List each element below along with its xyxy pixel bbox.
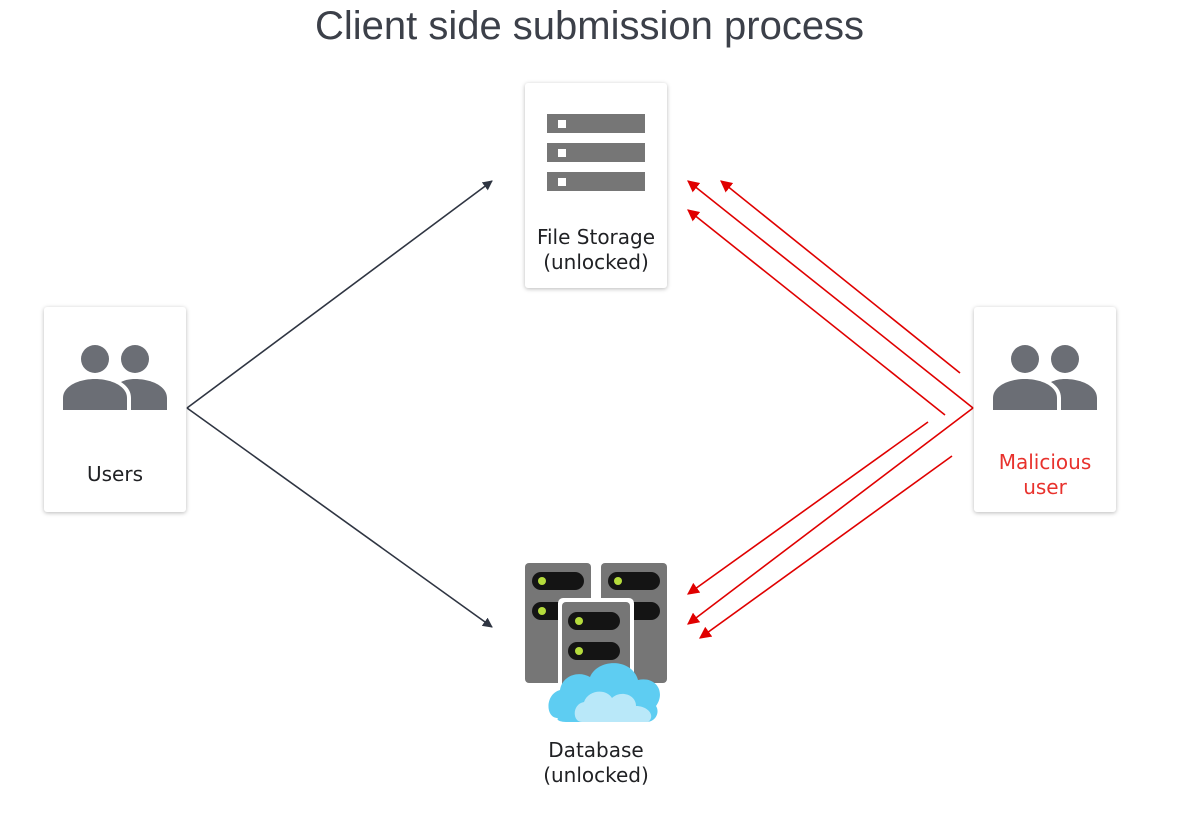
malicious-user-label-line2: user (1023, 475, 1067, 499)
users-icon (63, 345, 167, 410)
users-label: Users (86, 462, 143, 486)
edge-malicious-to-database-2 (687, 407, 974, 625)
edge-malicious-to-database-3 (699, 455, 953, 639)
malicious-user-node[interactable]: Malicious user (974, 307, 1116, 512)
file-storage-label-line1: File Storage (536, 225, 656, 249)
database-label-line2: (unlocked) (543, 763, 649, 787)
edge-malicious-to-file-storage-1 (720, 180, 961, 374)
diagram-title: Client side submission process (314, 4, 865, 48)
edge-malicious-to-database-1 (687, 421, 929, 595)
database-label-line1: Database (548, 738, 644, 762)
database-cloud-icon (525, 563, 667, 722)
edge-users-to-database (186, 407, 493, 628)
edge-malicious-to-file-storage-2 (687, 180, 974, 409)
malicious-user-label-line1: Malicious (998, 450, 1092, 474)
file-storage-label-line2: (unlocked) (543, 250, 649, 274)
file-storage-icon (547, 114, 645, 191)
edge-malicious-to-file-storage-3 (687, 209, 946, 416)
malicious-users-icon (993, 345, 1097, 410)
file-storage-node[interactable]: File Storage (unlocked) (525, 83, 667, 288)
users-node[interactable]: Users (44, 307, 186, 512)
edge-users-to-file-storage (186, 180, 493, 409)
database-node[interactable]: Database (unlocked) (520, 560, 672, 792)
